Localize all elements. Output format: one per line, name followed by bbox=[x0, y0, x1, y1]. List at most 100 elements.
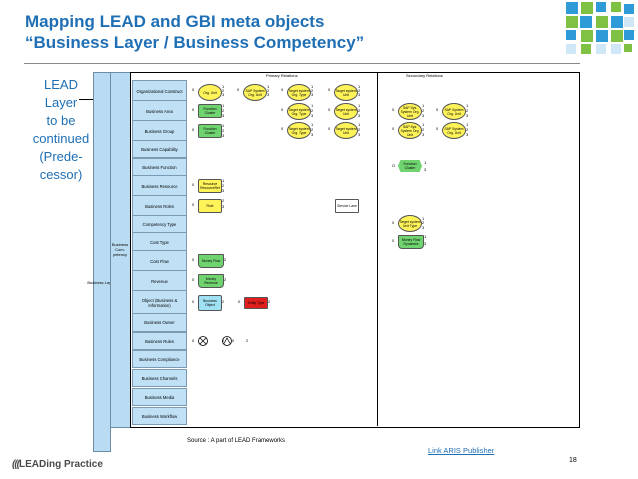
node-role[interactable]: Role bbox=[198, 199, 222, 213]
cardinality-label: 2 bbox=[222, 338, 225, 343]
node-money-flow[interactable]: Money Flow bbox=[198, 254, 224, 268]
row-business-channels[interactable]: Business Channels bbox=[132, 369, 187, 387]
cardinality-label: 3 bbox=[222, 92, 225, 97]
row-revenue[interactable]: Revenue bbox=[132, 270, 187, 292]
node-target-system-org-type[interactable]: Target system Org. Type bbox=[287, 84, 311, 101]
rule-xor-cross-b bbox=[199, 337, 207, 345]
rule-and-caret bbox=[223, 337, 231, 344]
rule-and-icon bbox=[222, 336, 232, 346]
cardinality-label: 3 bbox=[358, 92, 361, 97]
cardinality-label: 3 bbox=[267, 92, 270, 97]
cardinality-label: 0 bbox=[192, 257, 195, 262]
node-service-lane[interactable]: Service Lane bbox=[335, 199, 359, 213]
business-layer-label: Business Layer bbox=[87, 280, 115, 285]
lead-note-line: Layer bbox=[44, 95, 78, 110]
cardinality-label: 0 bbox=[192, 202, 195, 207]
lead-note-dash bbox=[79, 99, 96, 100]
cardinality-label: 0 bbox=[392, 220, 395, 225]
cardinality-label: 1 bbox=[222, 84, 225, 89]
cardinality-label: 1 bbox=[358, 84, 361, 89]
cardinality-label: 1 bbox=[466, 103, 469, 108]
node-sap-sys-system-org-unit-area[interactable]: SAP Sys. System Org. Unit bbox=[398, 103, 422, 120]
row-business-group[interactable]: Business Group bbox=[132, 120, 187, 142]
node-function-group[interactable]: Function Cluster bbox=[198, 124, 222, 138]
page-subtitle: “Business Layer / Business Competency” bbox=[25, 33, 365, 52]
row-business-owner[interactable]: Business Owner bbox=[132, 313, 187, 332]
cardinality-label: 0 bbox=[192, 127, 195, 132]
node-money-revenue[interactable]: Money Revenue bbox=[198, 274, 224, 288]
node-target-system-unit[interactable]: Target system Unit bbox=[334, 84, 358, 101]
node-function-cluster-secondary[interactable]: Function Cluster bbox=[398, 160, 422, 172]
row-object-business-information[interactable]: Object (Business & Information) bbox=[132, 290, 187, 315]
business-rules-symbols bbox=[198, 336, 232, 346]
cardinality-label: 0 bbox=[192, 277, 195, 282]
row-business-function[interactable]: Business Function bbox=[132, 158, 187, 177]
row-cost-type[interactable]: Cost Type bbox=[132, 232, 187, 252]
lead-note-line: LEAD bbox=[44, 77, 78, 92]
row-business-workflow[interactable]: Business Workflow bbox=[132, 407, 187, 425]
node-function-area[interactable]: Function Cluster bbox=[198, 104, 222, 118]
cardinality-label: 3 bbox=[222, 188, 225, 193]
cardinality-label: 2 bbox=[222, 128, 225, 133]
cardinality-label: 0 bbox=[237, 87, 240, 92]
relations-divider bbox=[377, 72, 378, 426]
cardinality-label: 2 bbox=[422, 220, 425, 225]
node-target-system-org-type-group[interactable]: Target system Org. Type bbox=[287, 122, 311, 139]
cardinality-label: 0 bbox=[436, 107, 439, 112]
cardinality-label: 2 bbox=[268, 299, 271, 304]
row-business-compliance[interactable]: Business Compliance bbox=[132, 350, 187, 368]
cardinality-label: 2 bbox=[224, 277, 227, 282]
row-business-area[interactable]: Business Area bbox=[132, 100, 187, 122]
row-organizational-construct[interactable]: Organizational Construct bbox=[132, 80, 187, 102]
node-money-flow-dynamics[interactable]: Money Flow Dynamics bbox=[398, 235, 424, 249]
cardinality-label: 2 bbox=[311, 108, 314, 113]
node-resource[interactable]: Resource ResourceRef bbox=[198, 179, 222, 193]
cardinality-label: 0 bbox=[392, 126, 395, 131]
row-business-capability[interactable]: Business Capability bbox=[132, 140, 187, 158]
cardinality-label: 2 bbox=[466, 127, 469, 132]
node-target-system-unit-group[interactable]: Target system Unit bbox=[334, 122, 358, 139]
node-business-object[interactable]: Business Object bbox=[198, 295, 222, 311]
node-entity-type[interactable]: Entity Type bbox=[244, 297, 268, 309]
cardinality-label: 1 bbox=[358, 103, 361, 108]
cardinality-label: 2 bbox=[267, 88, 270, 93]
node-sap-system-org-unit[interactable]: SAP System Org. Unit bbox=[243, 84, 267, 101]
aris-publisher-link[interactable]: Link ARIS Publisher bbox=[428, 446, 495, 455]
cardinality-label: 3 bbox=[424, 167, 427, 172]
node-sap-system-org-unit-group[interactable]: SAP System Org. Unit bbox=[442, 122, 466, 139]
leading-practice-logo: (((LEADing Practice bbox=[12, 459, 103, 470]
cardinality-label: 1 bbox=[222, 178, 225, 183]
node-target-system-unit-type[interactable]: Target system Unit Type bbox=[398, 215, 422, 232]
row-cost-flow[interactable]: Cost Flow bbox=[132, 250, 187, 272]
cardinality-label: 1 bbox=[422, 216, 425, 221]
source-caption: Source : A part of LEAD Frameworks bbox=[187, 438, 286, 444]
cardinality-label: 2 bbox=[422, 108, 425, 113]
node-target-system-unit-area[interactable]: Target system Unit bbox=[334, 103, 358, 120]
lead-note-line: to be bbox=[46, 113, 76, 128]
cardinality-label: 0 bbox=[238, 299, 241, 304]
row-business-roles[interactable]: Business Roles bbox=[132, 195, 187, 217]
row-business-media[interactable]: Business Media bbox=[132, 388, 187, 406]
cardinality-label: 3 bbox=[422, 113, 425, 118]
cardinality-label: 2 bbox=[466, 108, 469, 113]
cardinality-label: 0 bbox=[281, 126, 284, 131]
cardinality-label: 0 bbox=[392, 107, 395, 112]
row-competency-type[interactable]: Competency Type bbox=[132, 215, 187, 233]
node-sap-system-org-unit-area[interactable]: SAP System Org. Unit bbox=[442, 103, 466, 120]
row-business-rules[interactable]: Business Rules bbox=[132, 332, 187, 350]
row-business-resource[interactable]: Business Resource bbox=[132, 175, 187, 197]
primary-relations-header: Primary Relations bbox=[266, 73, 298, 78]
node-target-system-org-type-area[interactable]: Target system Org. Type bbox=[287, 103, 311, 120]
cardinality-label: 3 bbox=[222, 113, 225, 118]
cardinality-label: 0 bbox=[392, 238, 395, 243]
page-number: 18 bbox=[569, 457, 577, 464]
business-competency-label: Business Com-petency bbox=[111, 242, 129, 257]
cardinality-label: 3 bbox=[311, 92, 314, 97]
cardinality-label: 3 bbox=[422, 225, 425, 230]
node-org-unit[interactable]: Org. Unit bbox=[198, 84, 222, 101]
cardinality-label: 2 bbox=[311, 127, 314, 132]
cardinality-label: 3 bbox=[311, 113, 314, 118]
cardinality-label: 1 bbox=[422, 122, 425, 127]
node-sap-sys-system-org-unit-group[interactable]: SAP Sys. System Org. Unit bbox=[398, 122, 422, 139]
cardinality-label: 1 bbox=[267, 84, 270, 89]
